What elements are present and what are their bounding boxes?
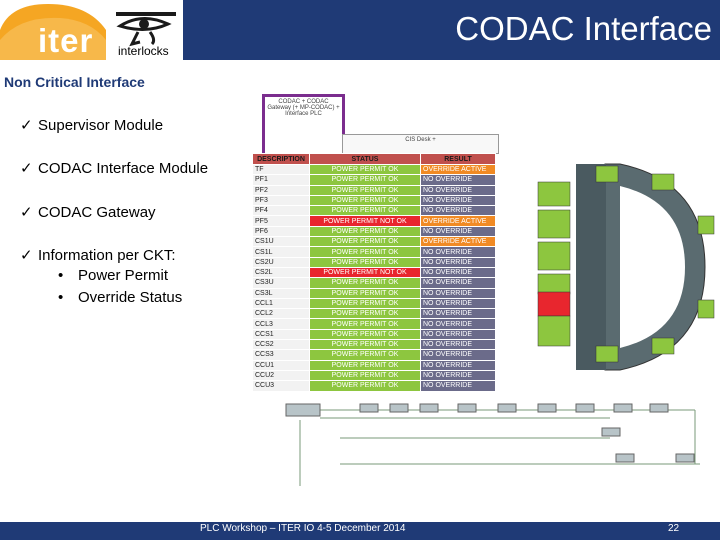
column-header: DESCRIPTION bbox=[252, 153, 310, 165]
column-header: STATUS bbox=[309, 153, 421, 165]
bullet-item: ✓CODAC Interface Module bbox=[20, 160, 209, 177]
footer-text: PLC Workshop – ITER IO 4-5 December 2014 bbox=[200, 523, 406, 534]
table-header-row: DESCRIPTION STATUS RESULT bbox=[252, 153, 496, 165]
interlocks-logo-text: interlocks bbox=[118, 44, 169, 58]
iter-logo-text: iter bbox=[38, 22, 94, 59]
header-bar bbox=[183, 0, 720, 60]
cis-desk-box: CIS Desk + bbox=[342, 134, 499, 154]
check-icon: ✓ bbox=[20, 247, 33, 264]
codac-box: CODAC + CODAC Gateway (+ MP-CODAC) + Int… bbox=[262, 94, 345, 156]
sub-bullet-item: •Power Permit bbox=[58, 267, 169, 284]
interlocks-logo-icon bbox=[116, 12, 176, 47]
wiring-diagram bbox=[285, 403, 700, 486]
slide-title: CODAC Interface bbox=[455, 10, 712, 47]
tokamak-cross-section bbox=[510, 152, 720, 382]
section-heading: Non Critical Interface bbox=[4, 74, 145, 90]
check-icon: ✓ bbox=[20, 204, 33, 221]
sub-bullet-item: •Override Status bbox=[58, 289, 183, 306]
check-icon: ✓ bbox=[20, 117, 33, 134]
iter-logo bbox=[0, 4, 106, 60]
check-icon: ✓ bbox=[20, 160, 33, 177]
bullet-item: ✓Information per CKT: bbox=[20, 247, 176, 264]
bullet-item: ✓Supervisor Module bbox=[20, 117, 164, 134]
slide-footer bbox=[0, 522, 720, 540]
page-number: 22 bbox=[668, 523, 680, 534]
column-header: RESULT bbox=[420, 153, 496, 165]
bullet-item: ✓CODAC Gateway bbox=[20, 204, 156, 221]
